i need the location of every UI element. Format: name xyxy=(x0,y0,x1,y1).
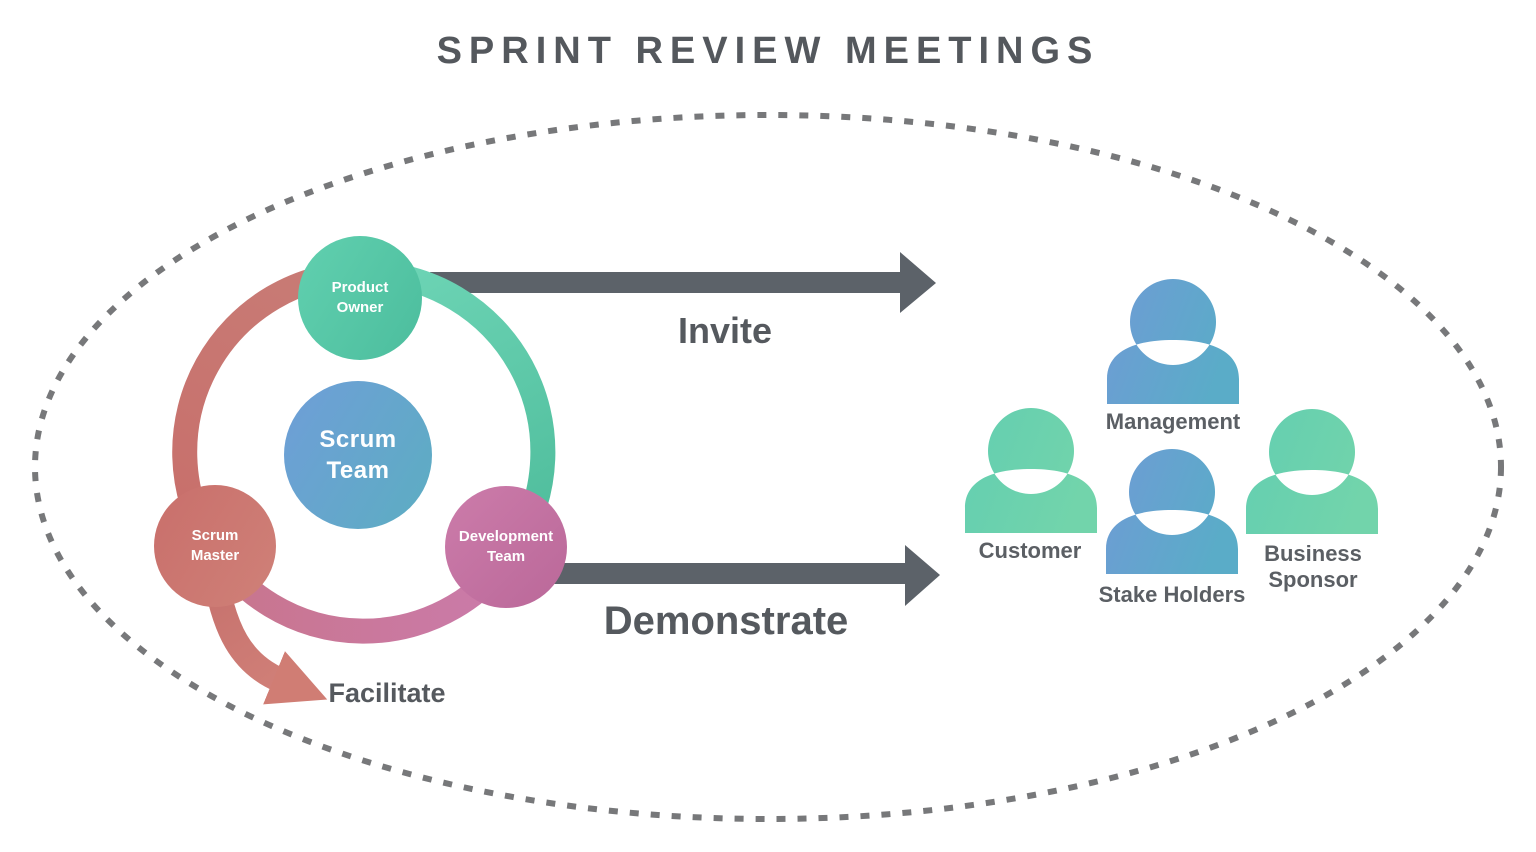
scrum-team-label-line2: Team xyxy=(326,457,390,484)
scrum-master-label: Scrum Master xyxy=(191,526,239,566)
development-team-label-line1: Development xyxy=(458,528,554,545)
product-owner-label-line2: Owner xyxy=(336,299,384,316)
scrum-master-circle xyxy=(154,485,276,607)
page-title: SPRINT REVIEW MEETINGS xyxy=(436,30,1100,72)
scrum-team-circle xyxy=(284,381,432,529)
outer-dashed-ellipse xyxy=(32,112,1504,822)
business-sponsor-label: Business Sponsor xyxy=(1264,541,1362,593)
demonstrate-label: Demonstrate xyxy=(603,599,849,643)
product-owner-label: Product Owner xyxy=(332,278,389,318)
product-owner-label-line1: Product xyxy=(331,279,389,296)
management-person-icon xyxy=(1107,279,1239,404)
invite-arrow xyxy=(430,252,936,313)
scrum-team-label-line1: Scrum xyxy=(319,426,397,453)
development-team-label-line2: Team xyxy=(486,548,526,565)
development-team-label: Development Team xyxy=(459,527,553,567)
development-team-circle xyxy=(445,486,567,608)
business-sponsor-person-icon xyxy=(1246,409,1378,534)
demonstrate-arrow xyxy=(545,545,940,606)
facilitate-label: Facilitate xyxy=(328,678,446,708)
stake-holders-label: Stake Holders xyxy=(1098,582,1246,607)
scrum-master-label-line1: Scrum xyxy=(191,527,239,544)
invite-label: Invite xyxy=(677,310,773,351)
scrum-team-label: Scrum Team xyxy=(319,424,396,486)
customer-label: Customer xyxy=(978,538,1082,563)
customer-person-icon xyxy=(965,408,1097,533)
management-label: Management xyxy=(1105,409,1241,434)
product-owner-circle xyxy=(298,236,422,360)
scrum-master-label-line2: Master xyxy=(190,547,240,564)
stake-holders-person-icon xyxy=(1106,449,1238,574)
